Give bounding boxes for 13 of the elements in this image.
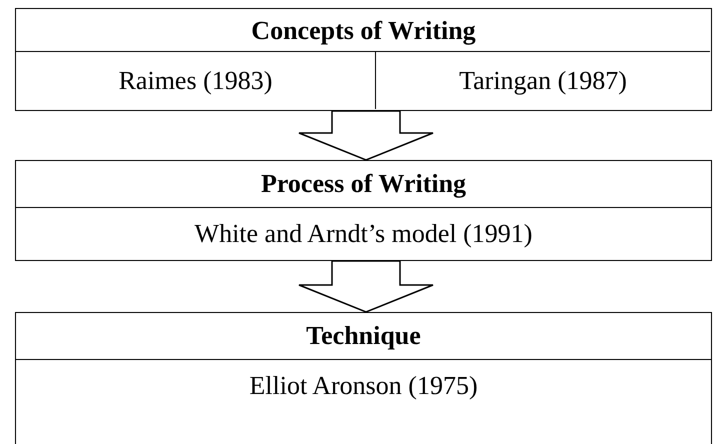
section-box bbox=[15, 160, 712, 261]
section-heading: Process of Writing bbox=[260, 168, 468, 200]
block-arrow bbox=[298, 260, 434, 313]
block-arrow bbox=[298, 110, 434, 161]
reference-text: Raimes (1983) bbox=[118, 64, 274, 96]
section-heading: Technique bbox=[305, 320, 422, 352]
reference-text: Elliot Aronson (1975) bbox=[16, 359, 711, 411]
section-box bbox=[15, 312, 712, 444]
section-heading: Concepts of Writing bbox=[250, 14, 477, 47]
section-box bbox=[15, 8, 712, 111]
reference-text: White and Arndt’s model (1991) bbox=[16, 207, 711, 259]
reference-cell bbox=[16, 51, 376, 109]
reference-text: Taringan (1987) bbox=[458, 64, 628, 97]
